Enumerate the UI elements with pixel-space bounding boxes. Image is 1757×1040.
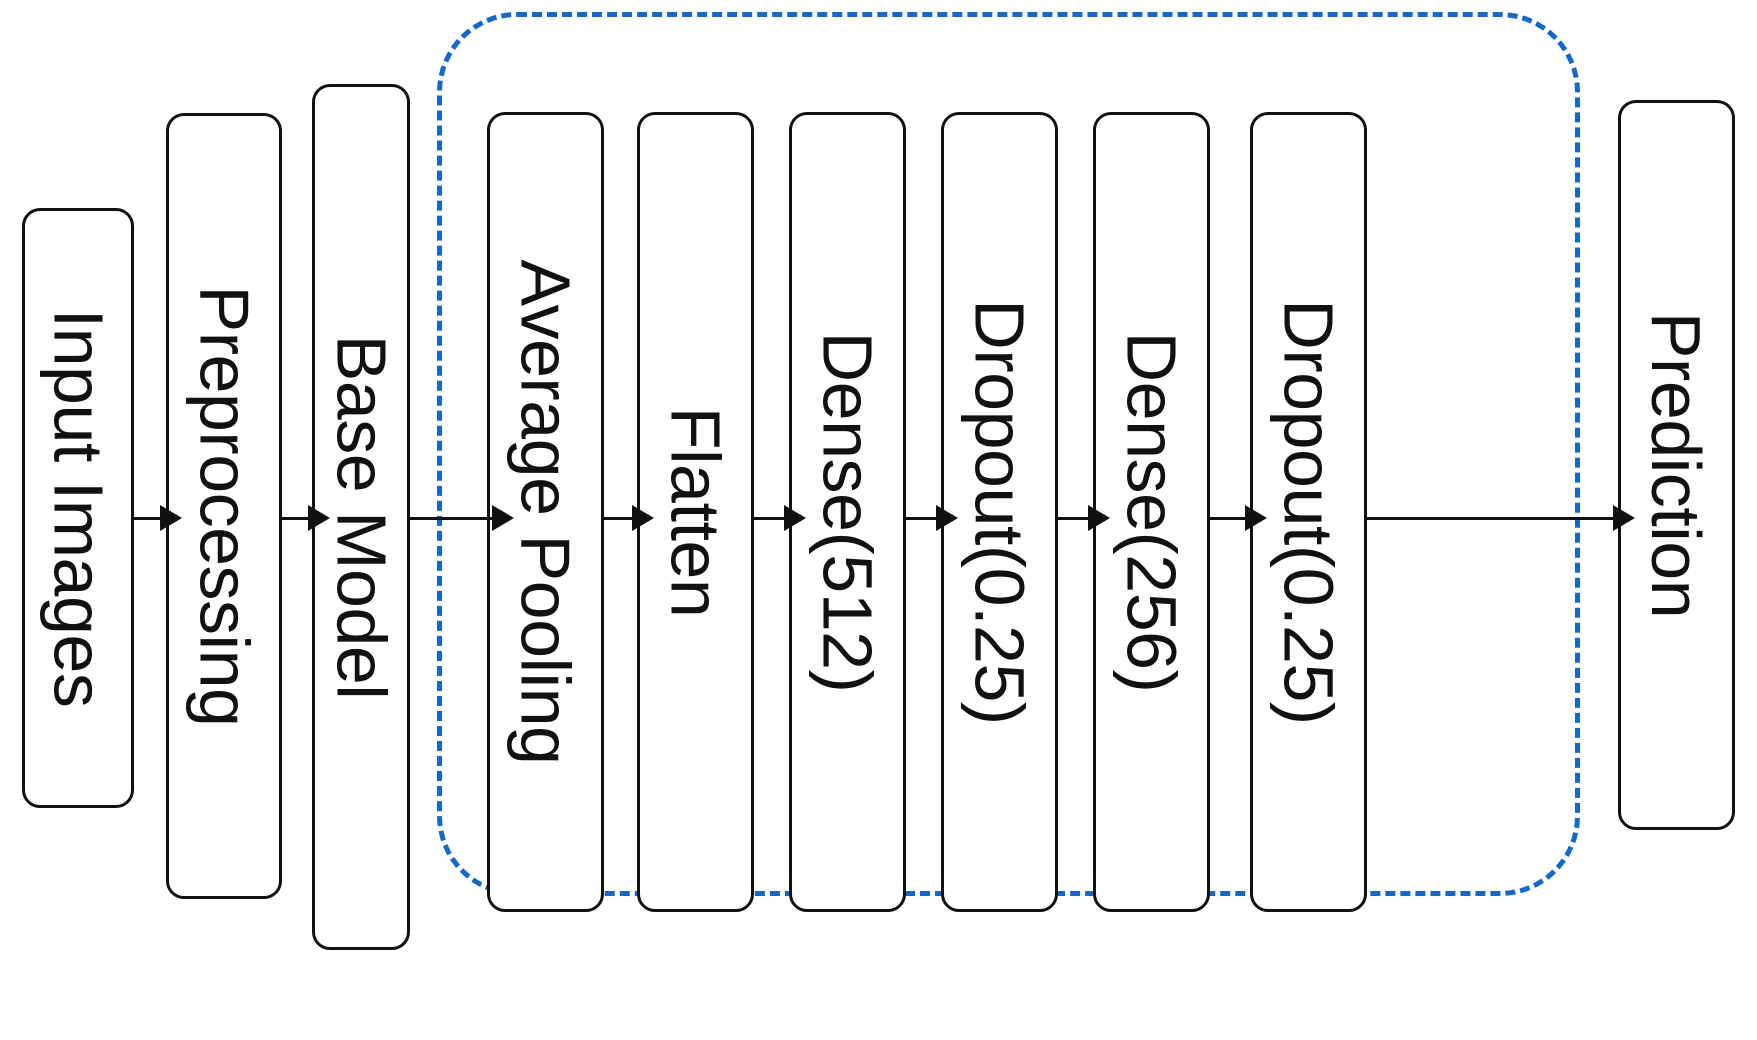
node-average-pooling[interactable]: Average Pooling xyxy=(487,112,604,912)
node-label-base-model: Base Model xyxy=(322,334,400,700)
node-label-dropout-2: Dropout(0.25) xyxy=(1269,299,1348,725)
arrow-shaft xyxy=(604,516,634,520)
node-label-average-pooling: Average Pooling xyxy=(506,259,585,765)
arrow-shaft xyxy=(754,516,786,520)
node-dropout-1[interactable]: Dropout(0.25) xyxy=(941,112,1058,912)
node-flatten[interactable]: Flatten xyxy=(637,112,754,912)
node-dense-512[interactable]: Dense(512) xyxy=(789,112,906,912)
node-label-preprocessing: Preprocessing xyxy=(185,285,264,727)
node-label-flatten: Flatten xyxy=(656,406,735,618)
arrow-shaft xyxy=(1210,516,1247,520)
node-preprocessing[interactable]: Preprocessing xyxy=(166,113,282,899)
node-label-input-images: Input Images xyxy=(39,308,117,708)
node-label-dense-256: Dense(256) xyxy=(1112,331,1191,693)
arrow-shaft xyxy=(906,516,938,520)
node-prediction[interactable]: Prediction xyxy=(1618,100,1735,830)
node-label-dense-512: Dense(512) xyxy=(808,331,887,693)
arrow-shaft xyxy=(282,516,310,520)
node-dropout-2[interactable]: Dropout(0.25) xyxy=(1250,112,1367,912)
arrow-shaft xyxy=(134,516,162,520)
arrow-shaft xyxy=(1367,516,1615,520)
node-dense-256[interactable]: Dense(256) xyxy=(1093,112,1210,912)
node-base-model[interactable]: Base Model xyxy=(312,84,410,950)
arrow-shaft xyxy=(1058,516,1090,520)
node-label-dropout-1: Dropout(0.25) xyxy=(960,299,1039,725)
node-label-prediction: Prediction xyxy=(1637,311,1716,619)
node-input-images[interactable]: Input Images xyxy=(22,208,134,808)
arrow-shaft xyxy=(410,516,494,520)
